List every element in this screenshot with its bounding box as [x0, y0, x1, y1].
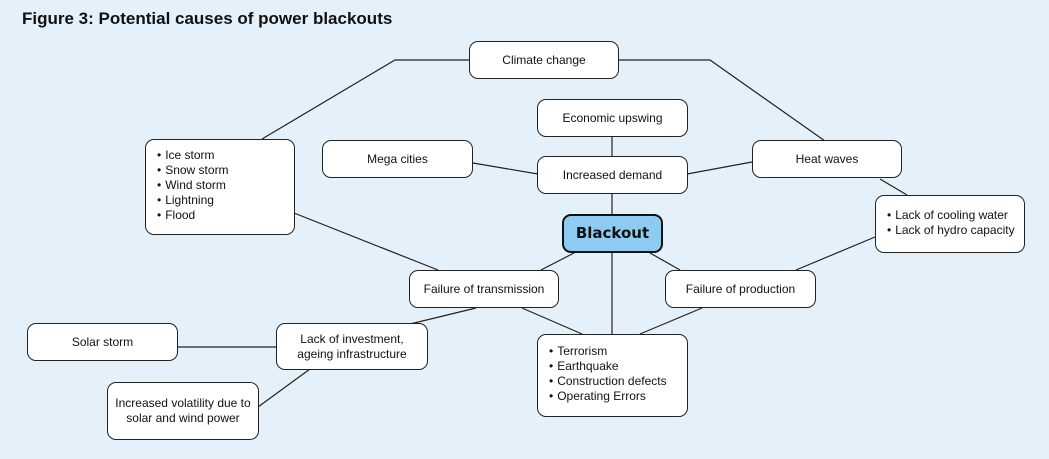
link-weather-transmission [293, 212, 439, 271]
node-solar-storm: Solar storm [27, 323, 178, 361]
link-heatwaves-cooling [879, 178, 908, 196]
weather-item: Ice storm [157, 148, 229, 163]
link-heatwaves-demand [686, 161, 753, 175]
node-increased-demand: Increased demand [537, 156, 688, 194]
node-other-causes: Terrorism Earthquake Construction defect… [537, 334, 688, 417]
node-lack-of-investment: Lack of investment, ageing infrastructur… [276, 323, 428, 370]
node-mega-cities: Mega cities [322, 140, 473, 178]
link-investment-volatility [257, 368, 311, 408]
node-increased-volatility: Increased volatility due to solar and wi… [107, 382, 259, 440]
other-cause-item: Construction defects [549, 374, 666, 389]
figure-title: Figure 3: Potential causes of power blac… [22, 9, 393, 28]
node-weather-events: Ice storm Snow storm Wind storm Lightnin… [145, 139, 295, 235]
link-cooling-production [795, 236, 876, 271]
node-economic-upswing: Economic upswing [537, 99, 688, 137]
node-climate-change: Climate change [469, 41, 619, 79]
link-blackout-production [649, 252, 681, 271]
link-transmission-other [521, 307, 583, 335]
cooling-item: Lack of cooling water [887, 208, 1015, 223]
link-climate-weather [261, 59, 470, 140]
weather-item: Flood [157, 208, 229, 223]
node-lack-of-cooling: Lack of cooling water Lack of hydro capa… [875, 195, 1025, 253]
link-production-other [639, 307, 703, 335]
other-cause-item: Terrorism [549, 344, 667, 359]
weather-item: Wind storm [157, 178, 229, 193]
weather-item: Snow storm [157, 163, 228, 178]
node-failure-transmission: Failure of transmission [409, 270, 559, 308]
cooling-item: Lack of hydro capacity [887, 223, 1014, 238]
node-failure-production: Failure of production [665, 270, 816, 308]
weather-item: Lightning [157, 193, 229, 208]
node-blackout: Blackout [562, 214, 663, 253]
link-transmission-investment [409, 307, 477, 325]
other-cause-item: Operating Errors [549, 389, 667, 404]
link-megacities-demand [472, 162, 539, 175]
node-heat-waves: Heat waves [752, 140, 902, 178]
link-blackout-transmission [540, 252, 575, 271]
link-climate-heatwaves [618, 59, 826, 142]
other-cause-item: Earthquake [549, 359, 667, 374]
